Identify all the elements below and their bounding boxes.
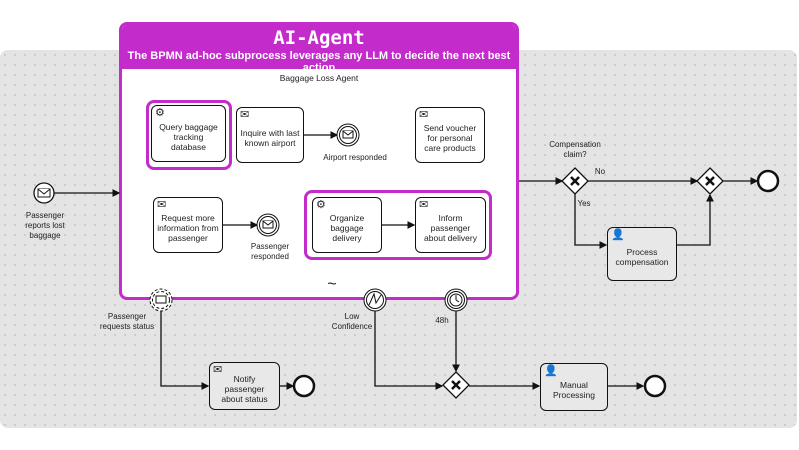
agent-name: Baggage Loss Agent — [279, 73, 359, 83]
task-inquire-airport[interactable]: ✉ Inquire with last known airport — [236, 107, 304, 163]
airport-responded-label: Airport responded — [323, 153, 387, 162]
task-query-baggage[interactable]: ⚙ Query baggage tracking database — [151, 105, 226, 162]
task-label: Manual Processing — [552, 380, 596, 400]
task-organize-delivery[interactable]: ⚙Organize baggage delivery — [312, 197, 382, 253]
task-label: Process compensation — [615, 247, 669, 267]
envelope-icon: ✉ — [240, 109, 250, 121]
envelope-icon: ✉ — [419, 109, 429, 121]
envelope-icon: ✉ — [157, 199, 167, 211]
status-request-label: Passenger requests status — [99, 312, 155, 331]
gear-icon: ⚙ — [316, 199, 326, 211]
task-inform-passenger[interactable]: ✉ Inform passenger about delivery — [415, 197, 486, 253]
task-label: Query baggage tracking database — [159, 121, 218, 152]
envelope-icon: ✉ — [213, 364, 223, 376]
gateway-no-label: No — [594, 167, 606, 176]
task-manual-processing[interactable]: 👤 Manual Processing — [540, 363, 608, 411]
agent-title: AI-Agent — [273, 27, 365, 49]
gear-icon: ⚙ — [155, 107, 165, 119]
agent-subtitle: The BPMN ad-hoc subprocess leverages any… — [127, 50, 511, 74]
envelope-icon: ✉ — [419, 199, 429, 211]
passenger-responded-label: Passenger responded — [250, 242, 290, 261]
start-event-label: Passenger reports lost baggage — [25, 211, 65, 240]
task-label: Organize baggage delivery — [329, 213, 365, 243]
task-label: Send voucher for personal care products — [423, 123, 477, 153]
gateway-question-label: Compensation claim? — [549, 140, 601, 159]
agent-header: AI-Agent The BPMN ad-hoc subprocess leve… — [122, 25, 516, 74]
task-process-compensation[interactable]: 👤 Process compensation — [607, 227, 677, 281]
task-label: Request more information from passenger — [157, 213, 219, 243]
highlight-delivery — [304, 190, 492, 260]
user-icon: 👤 — [611, 229, 625, 241]
task-label: Notify passenger about status — [221, 374, 268, 404]
low-confidence-label: Low Confidence — [331, 312, 373, 331]
highlight-query — [146, 100, 232, 170]
task-label: Inquire with last known airport — [240, 128, 300, 148]
timer-label: 48h — [435, 316, 449, 325]
task-label: Inform passenger about delivery — [424, 213, 477, 243]
adhoc-marker: ~ — [327, 276, 337, 293]
task-notify-passenger[interactable]: ✉Notify passenger about status — [209, 362, 280, 410]
task-request-info[interactable]: ✉ Request more information from passenger — [153, 197, 223, 253]
user-icon: 👤 — [544, 365, 558, 377]
task-send-voucher[interactable]: ✉ Send voucher for personal care products — [415, 107, 485, 163]
gateway-yes-label: Yes — [577, 199, 591, 208]
